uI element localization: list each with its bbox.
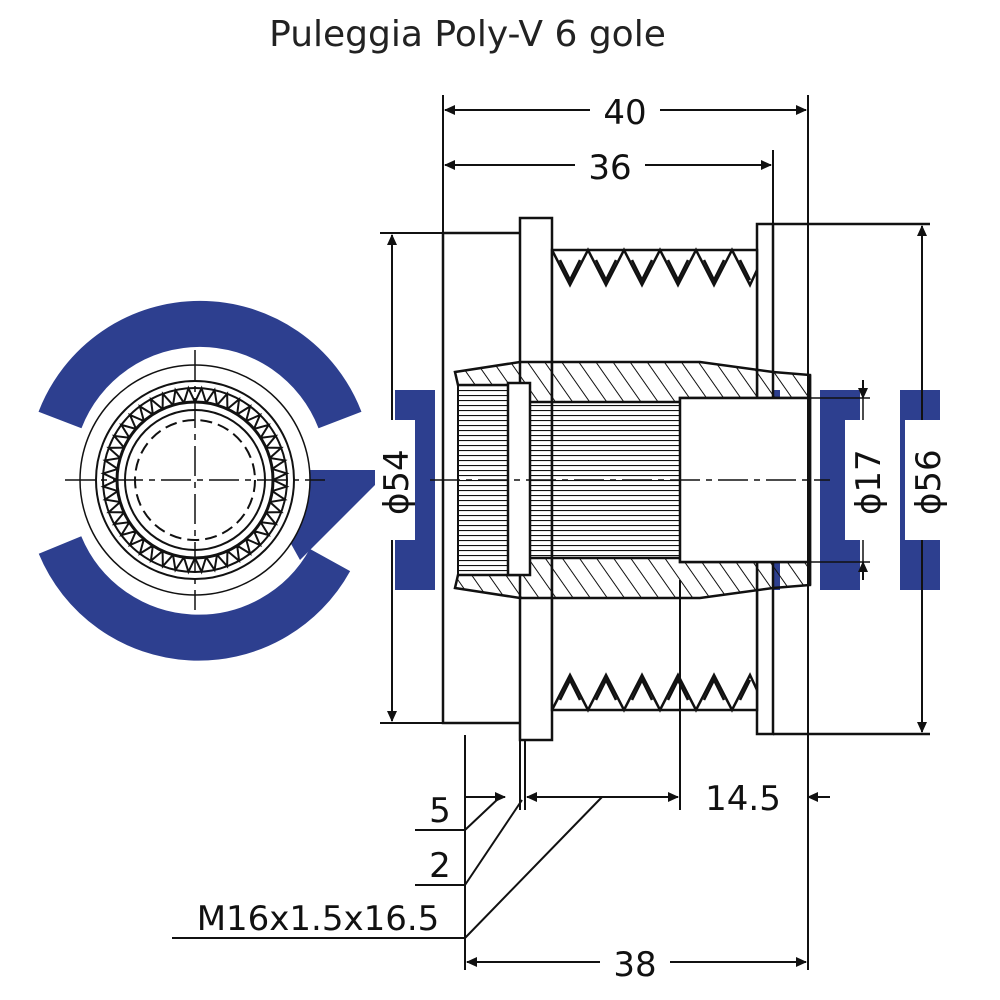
dim-56-label: ϕ56 xyxy=(909,449,949,515)
pulley-section-view xyxy=(430,216,930,742)
dim-40-label: 40 xyxy=(603,93,646,133)
dim-14-5-label: 14.5 xyxy=(705,779,781,819)
drawing-title: Puleggia Poly-V 6 gole xyxy=(269,14,666,55)
extension-lines xyxy=(380,95,809,970)
dimension-38: 38 xyxy=(466,944,807,985)
dimension-diameter-17: ϕ17 xyxy=(845,380,889,580)
dim-54-label: ϕ54 xyxy=(377,449,417,515)
dimension-36: 36 xyxy=(444,147,772,188)
leader-lines xyxy=(172,796,603,939)
dimension-diameter-56: ϕ56 xyxy=(905,225,949,733)
dimension-diameter-54: ϕ54 xyxy=(375,234,417,722)
dim-5-label: 5 xyxy=(429,791,451,831)
dimension-14-5: 14.5 xyxy=(465,779,830,819)
thread-label: M16x1.5x16.5 xyxy=(197,899,440,939)
dim-38-label: 38 xyxy=(613,945,656,985)
pulley-end-view xyxy=(65,350,325,610)
dim-2-label: 2 xyxy=(429,846,451,886)
dim-17-label: ϕ17 xyxy=(849,449,889,515)
dimension-40: 40 xyxy=(444,92,807,133)
dim-36-label: 36 xyxy=(588,148,631,188)
